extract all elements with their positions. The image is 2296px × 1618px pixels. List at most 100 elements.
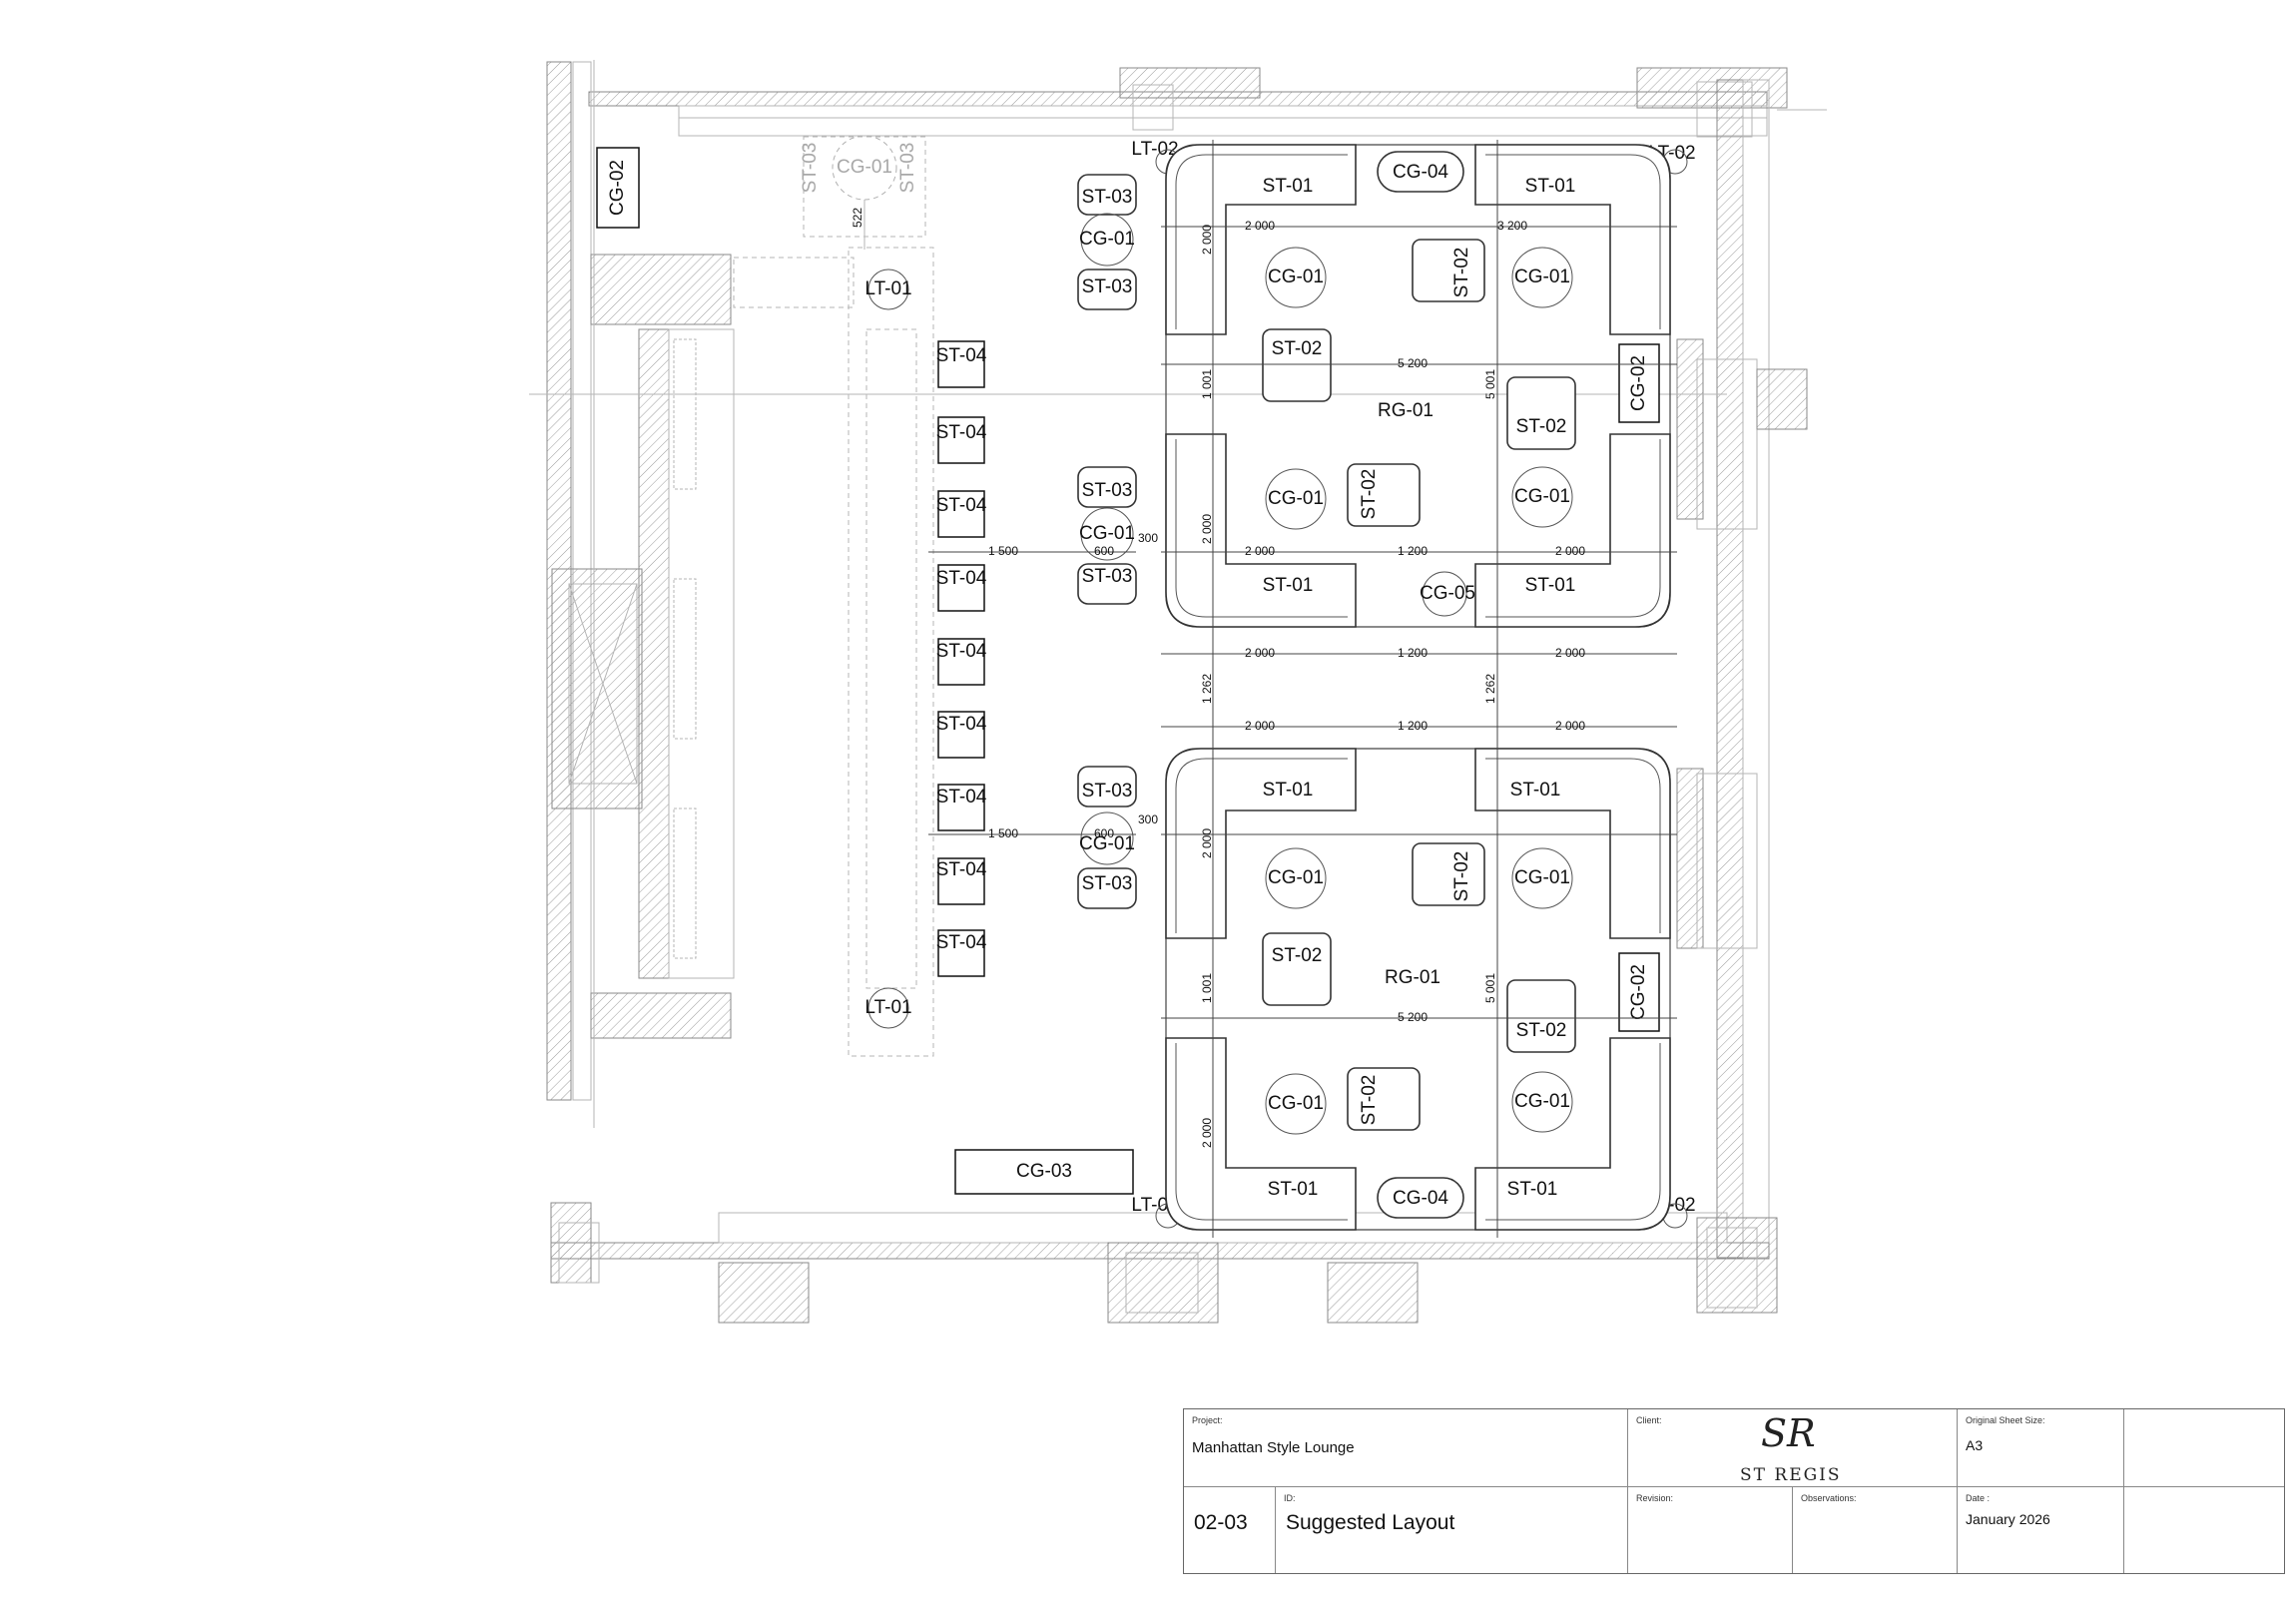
svg-text:2 000: 2 000: [1555, 719, 1585, 733]
project-cell: Project: Manhattan Style Lounge: [1184, 1409, 1628, 1487]
svg-text:CG-04: CG-04: [1393, 1188, 1448, 1209]
svg-text:CG-01: CG-01: [1514, 867, 1570, 888]
svg-text:CG-01: CG-01: [1268, 1093, 1324, 1114]
light-fittings: LT-01 LT-01 LT-02 LT-02 LT-02 LT-02: [864, 139, 1696, 1229]
svg-text:ST-01: ST-01: [1263, 176, 1314, 197]
svg-text:ST-04: ST-04: [936, 714, 987, 735]
pair-seating-1: ST-03 CG-01 ST-03: [1077, 174, 1137, 310]
radiator-grille: [673, 338, 697, 959]
svg-text:ST-04: ST-04: [936, 495, 987, 516]
svg-text:ST-03: ST-03: [1082, 566, 1133, 587]
svg-text:ST-01: ST-01: [1525, 176, 1576, 197]
pair-seating-2: ST-03 CG-01 ST-03: [1077, 466, 1137, 605]
svg-text:ST-01: ST-01: [1507, 1179, 1558, 1200]
svg-text:ST-02: ST-02: [1451, 851, 1472, 902]
svg-text:ST-04: ST-04: [936, 345, 987, 366]
svg-text:5 001: 5 001: [1483, 369, 1497, 399]
svg-text:ST-04: ST-04: [936, 641, 987, 662]
svg-text:ST-01: ST-01: [1510, 780, 1561, 801]
svg-text:300: 300: [1138, 812, 1158, 826]
svg-text:CG-01: CG-01: [1079, 833, 1135, 854]
st04-stool-column: ST-04 ST-04 ST-04 ST-04 ST-04 ST-04 ST-0…: [936, 340, 987, 977]
svg-text:CG-03: CG-03: [1016, 1161, 1072, 1182]
svg-text:1 001: 1 001: [1200, 973, 1214, 1003]
id-caption: ID:: [1284, 1493, 1296, 1503]
svg-text:1 001: 1 001: [1200, 369, 1214, 399]
sheet-size: A3: [1966, 1437, 1984, 1453]
svg-text:CG-01: CG-01: [1514, 486, 1570, 507]
svg-text:ST-03: ST-03: [897, 143, 918, 194]
svg-text:LT-01: LT-01: [864, 278, 911, 299]
svg-text:2 000: 2 000: [1200, 1118, 1214, 1148]
svg-text:2 000: 2 000: [1245, 646, 1275, 660]
svg-text:5 200: 5 200: [1398, 1010, 1428, 1024]
svg-text:CG-01: CG-01: [1514, 1091, 1570, 1112]
gap-dimensions: 2 000 1 200 2 000 2 000 1 200 2 000 1 26…: [1161, 646, 1677, 733]
svg-text:2 000: 2 000: [1245, 219, 1275, 233]
svg-text:1 262: 1 262: [1200, 674, 1214, 704]
observations-cell: Observations:: [1793, 1487, 1958, 1573]
sheet-number-cell: 02-03: [1184, 1487, 1276, 1573]
lounge-module-upper: ST-01 ST-01 ST-01 ST-01 CG-04 CG-01 CG-0…: [1161, 140, 1677, 858]
client-name: ST REGIS: [1740, 1465, 1842, 1485]
svg-text:1 200: 1 200: [1398, 544, 1428, 558]
console-cg02-top-left: CG-02: [596, 147, 640, 229]
svg-text:ST-04: ST-04: [936, 932, 987, 953]
sheet-size-cell: Original Sheet Size: A3: [1958, 1409, 2124, 1487]
svg-text:ST-02: ST-02: [1272, 338, 1323, 359]
svg-text:522: 522: [851, 208, 864, 228]
svg-text:2 000: 2 000: [1555, 544, 1585, 558]
pair-seating-3: ST-03 CG-01 ST-03: [1077, 766, 1137, 909]
svg-text:1 262: 1 262: [1483, 674, 1497, 704]
svg-text:3 200: 3 200: [1497, 219, 1527, 233]
svg-text:ST-04: ST-04: [936, 859, 987, 880]
svg-text:CG-01: CG-01: [1079, 229, 1135, 250]
svg-text:ST-02: ST-02: [1272, 945, 1323, 966]
svg-text:1 200: 1 200: [1398, 646, 1428, 660]
console-cg03: CG-03: [954, 1149, 1134, 1195]
svg-text:5 200: 5 200: [1398, 356, 1428, 370]
project-caption: Project:: [1192, 1415, 1223, 1425]
svg-text:RG-01: RG-01: [1385, 967, 1440, 988]
title-block: Project: Manhattan Style Lounge Client: …: [1183, 1408, 2285, 1574]
svg-text:CG-05: CG-05: [1420, 583, 1475, 604]
svg-text:CG-01: CG-01: [1268, 267, 1324, 287]
sheet-number: 02-03: [1194, 1511, 1248, 1534]
svg-text:CG-01: CG-01: [1268, 867, 1324, 888]
svg-text:ST-02: ST-02: [1516, 1020, 1567, 1041]
floor-plan: LT-01 LT-01 LT-02 LT-02 LT-02 LT-02 CG-0…: [529, 60, 1827, 1324]
date-caption: Date :: [1966, 1493, 1991, 1503]
svg-text:600: 600: [1094, 826, 1114, 840]
sheet-title: Suggested Layout: [1286, 1511, 1455, 1534]
client-caption: Client:: [1636, 1415, 1662, 1425]
svg-text:2 000: 2 000: [1245, 544, 1275, 558]
svg-text:ST-02: ST-02: [1451, 248, 1472, 298]
observations-caption: Observations:: [1801, 1493, 1857, 1503]
svg-text:CG-01: CG-01: [837, 157, 892, 178]
svg-text:ST-01: ST-01: [1263, 780, 1314, 801]
svg-text:2 000: 2 000: [1200, 828, 1214, 858]
svg-text:LT-02: LT-02: [1131, 139, 1178, 160]
svg-text:2 000: 2 000: [1245, 719, 1275, 733]
svg-text:LT-01: LT-01: [864, 997, 911, 1018]
svg-text:CG-02: CG-02: [1628, 355, 1649, 411]
svg-text:600: 600: [1094, 544, 1114, 558]
date: January 2026: [1966, 1511, 2050, 1527]
svg-text:2 000: 2 000: [1200, 225, 1214, 255]
svg-text:2 000: 2 000: [1200, 514, 1214, 544]
svg-text:ST-03: ST-03: [1082, 187, 1133, 208]
pair-dimensions: 1 500 600 300 1 500 600 300: [928, 531, 1158, 840]
svg-text:ST-03: ST-03: [1082, 480, 1133, 501]
svg-text:5 001: 5 001: [1483, 973, 1497, 1003]
svg-text:CG-01: CG-01: [1079, 523, 1135, 544]
client-cell: Client: SR ST REGIS: [1628, 1409, 1958, 1487]
svg-text:ST-04: ST-04: [936, 787, 987, 808]
blank-cell-top: [2124, 1409, 2284, 1487]
svg-text:RG-01: RG-01: [1378, 400, 1434, 421]
st-regis-logo: SR: [1761, 1411, 1816, 1455]
svg-text:1 500: 1 500: [988, 544, 1018, 558]
svg-text:300: 300: [1138, 531, 1158, 545]
project-name: Manhattan Style Lounge: [1192, 1439, 1355, 1456]
removed-seating-group: CG-01 ST-03 ST-03 522: [800, 135, 918, 250]
svg-text:ST-04: ST-04: [936, 568, 987, 589]
